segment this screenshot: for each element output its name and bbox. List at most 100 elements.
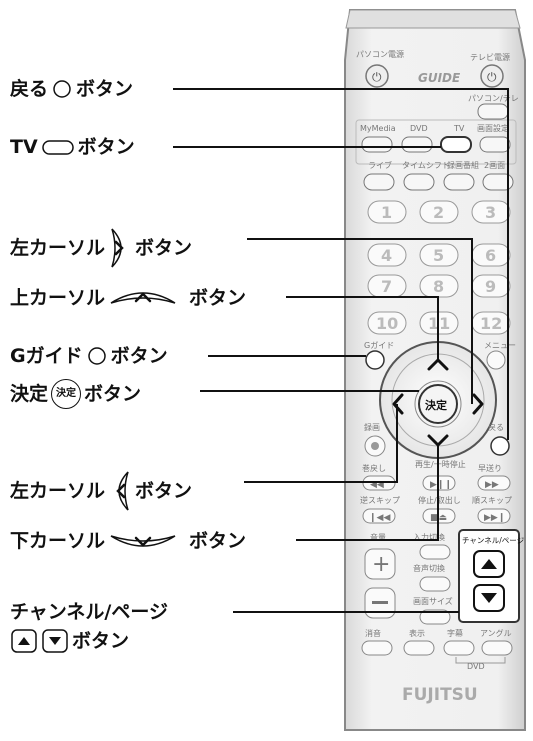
skip-back-icon: ❙◀◀ [369,513,390,523]
rec-edit-button[interactable] [443,173,475,191]
channel-down-icon [41,628,69,654]
label-channel-line2: ボタン [10,628,129,654]
remote-label-live: ライブ [368,160,392,170]
number-pad: 1 2 3 4 5 6 7 8 9 10 11 12 [367,200,511,335]
number-label: 8 [433,277,444,296]
number-label: 3 [485,203,496,222]
number-key-10[interactable] [367,311,407,335]
remote-label-dvd: DVD [410,124,428,133]
remote-label-skip-back: 逆スキップ [360,495,400,505]
remote-label-volume: 音量 [370,532,386,542]
number-key-3[interactable] [471,200,511,224]
input-switch-button[interactable] [419,544,451,560]
mymedia-button[interactable] [361,136,393,153]
remote-label-screen-settings: 画面設定 [477,123,509,133]
label-tv-suffix: ボタン [77,136,135,158]
number-key-2[interactable] [419,200,459,224]
number-label: 6 [485,246,496,265]
label-down-prefix: 下カーソル [10,530,106,552]
tv-button[interactable] [440,136,472,153]
display-button[interactable] [403,640,435,656]
callout-up [286,296,439,360]
number-label: 2 [433,203,444,222]
mute-button[interactable] [361,640,393,656]
label-left-cursor: 左カーソル ボタン [10,470,192,512]
brand-logo: FUJITSU [402,685,478,705]
remote-label-display: 表示 [409,628,425,638]
label-channel-line1: チャンネル/ページ [10,601,168,623]
remote-label-mute: 消音 [365,628,381,638]
left-arrow-icon[interactable] [392,393,404,415]
remote-label-channel: チャンネル/ページ [462,536,525,545]
two-screen-button[interactable] [482,173,514,191]
remote-label-power-pc: パソコン電源 [356,50,404,59]
down-cursor-icon [108,528,178,554]
remote-label-rewind: 巻戻し [362,463,386,473]
label-back: 戻る ボタン [10,77,133,101]
number-label: 11 [428,314,450,333]
right-arrow-icon[interactable] [472,393,484,415]
right-cursor-icon [108,227,132,269]
skip-forward-icon: ▶▶❙ [484,513,505,523]
channel-up-icon [10,628,38,654]
plus-icon: + [372,552,390,577]
volume-up-button[interactable] [364,548,396,580]
skip-back-button[interactable] [362,508,396,524]
remote-label-rec-edit: 録画番組 [447,160,479,170]
pc-power-button[interactable] [365,64,389,88]
pc-tv-button[interactable] [477,103,509,120]
enter-button-ring [414,380,462,428]
timeshift-button[interactable] [403,173,435,191]
label-back-prefix: 戻る [10,78,49,100]
dvd-button[interactable] [401,136,433,153]
remote-label-audio-switch: 音声切換 [413,563,445,573]
remote-label-power-tv: テレビ電源 [470,53,510,62]
remote-label-dvd-bracket: DVD [467,662,485,671]
triangle-up-icon [481,559,497,569]
screen-settings-button[interactable] [479,136,511,153]
label-up-prefix: 上カーソル [10,287,106,309]
remote-label-skip-forward: 順スキップ [472,496,512,505]
angle-button[interactable] [481,640,513,656]
enter-button[interactable] [418,384,458,424]
label-left-suffix: ボタン [135,480,193,502]
callout-down [296,445,439,541]
label-gguide-suffix: ボタン [110,345,168,367]
back-button[interactable] [490,436,510,456]
enter-button-label: 決定 [425,398,447,412]
number-key-4[interactable] [367,243,407,267]
subtitle-button[interactable] [443,640,475,656]
circle-button-icon [86,345,108,367]
remote-label-stop-eject: 停止/取出し [418,495,461,505]
remote-top-edge [345,9,521,29]
left-cursor-icon [108,470,132,512]
label-left-prefix: 左カーソル [10,480,106,502]
tv-power-button[interactable] [480,64,504,88]
screen-size-button[interactable] [419,609,451,625]
remote-label-angle: アングル [480,628,512,638]
remote-label-record: 録画 [364,422,380,432]
gguide-logo: GUIDE [418,71,461,85]
label-channel-suffix: ボタン [72,630,130,652]
number-key-1[interactable] [367,200,407,224]
remote-label-two-screen: 2画面 [484,161,505,170]
menu-button[interactable] [486,350,506,370]
label-down-suffix: ボタン [189,530,247,552]
enter-button-icon: 決定 [51,379,82,409]
fast-forward-button[interactable] [477,475,511,491]
number-key-5[interactable] [419,243,459,267]
gguide-button[interactable] [365,350,385,370]
remote-label-tv: TV [453,124,465,133]
skip-forward-button[interactable] [477,508,511,524]
enter-icon-text: 決定 [56,388,77,399]
audio-switch-button[interactable] [419,576,451,592]
label-gguide: Gガイド ボタン [10,344,168,368]
remote-label-fast-forward: 早送り [478,463,502,473]
up-cursor-icon [108,285,178,311]
fast-forward-icon: ▶▶ [485,480,499,490]
power-icon: ⏻ [487,70,497,84]
remote-label-back: 戻る [488,422,504,432]
callout-lines [173,88,509,613]
live-button[interactable] [363,173,395,191]
